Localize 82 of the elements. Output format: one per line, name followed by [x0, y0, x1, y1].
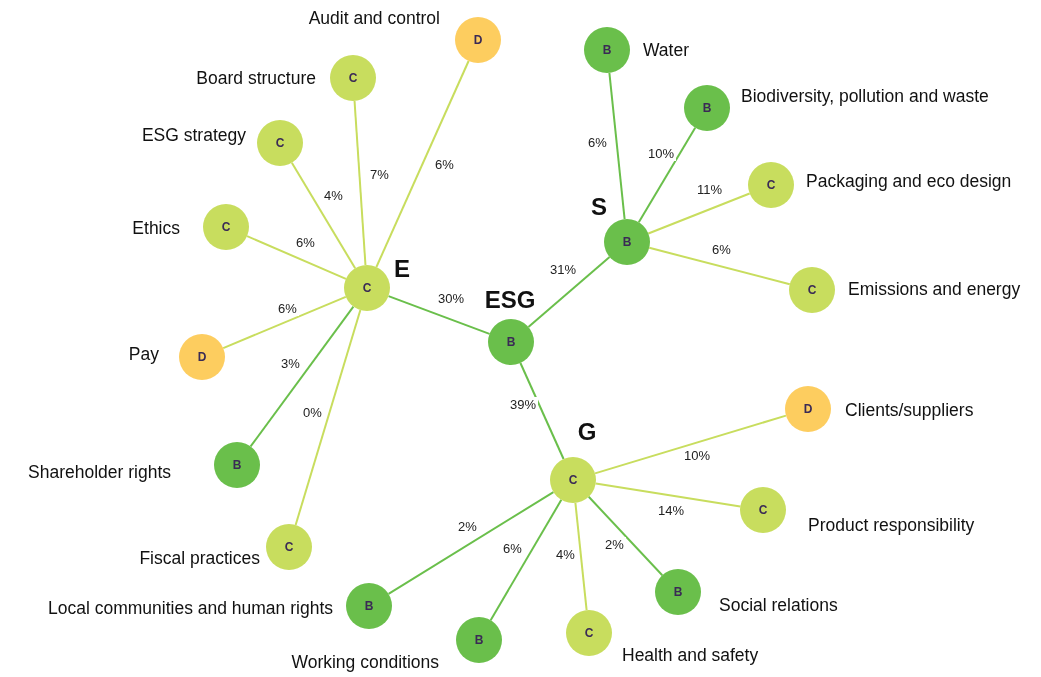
- pillar-label: S: [591, 193, 607, 221]
- edge-label: 30%: [436, 291, 467, 306]
- edge-label: 6%: [586, 135, 609, 150]
- node-label: Product responsibility: [808, 514, 975, 536]
- edge-label: 4%: [554, 547, 577, 562]
- connector-line: [648, 246, 791, 286]
- connector-line: [637, 126, 697, 224]
- connector-line: [594, 482, 742, 508]
- connector-line: [519, 362, 565, 460]
- grade-letter: B: [473, 632, 485, 649]
- node-label: Local communities and human rights: [48, 597, 333, 619]
- connector-line: [294, 309, 362, 526]
- node-label: Fiscal practices: [139, 547, 260, 569]
- edge-label: 3%: [279, 356, 302, 371]
- edge-label: 0%: [301, 405, 324, 420]
- node-label: Ethics: [132, 217, 180, 239]
- node-label: Packaging and eco design: [806, 170, 1012, 192]
- node-label: Water: [643, 39, 690, 61]
- edge-label: 6%: [710, 242, 733, 257]
- grade-letter: C: [765, 177, 777, 194]
- node-label: Board structure: [196, 67, 316, 89]
- node-label: Social relations: [719, 594, 838, 616]
- connector-line: [222, 295, 347, 350]
- grade-letter: D: [472, 32, 484, 49]
- node-label: Shareholder rights: [28, 461, 171, 483]
- node-label: Health and safety: [622, 644, 759, 666]
- grade-letter: D: [802, 401, 814, 418]
- edge-label: 6%: [433, 157, 456, 172]
- edge-label: 10%: [646, 146, 677, 161]
- grade-letter: C: [274, 135, 286, 152]
- connector-line: [647, 192, 751, 235]
- grade-letter: C: [567, 472, 579, 489]
- grade-letter: B: [701, 100, 713, 117]
- grade-letter: C: [283, 539, 295, 556]
- connector-line: [527, 256, 611, 328]
- edge-label: 7%: [368, 167, 391, 182]
- grade-letter: C: [220, 219, 232, 236]
- edge-label: 14%: [656, 503, 687, 518]
- node-label: Audit and control: [308, 7, 440, 29]
- connector-line: [594, 414, 787, 475]
- grade-letter: B: [672, 584, 684, 601]
- node-label: Biodiversity, pollution and waste: [741, 85, 989, 107]
- node-label: Clients/suppliers: [845, 399, 974, 421]
- pillar-label: E: [394, 255, 410, 283]
- edge-label: 31%: [548, 262, 579, 277]
- grade-letter: C: [361, 280, 373, 297]
- connector-line: [489, 498, 563, 622]
- connector-line: [375, 60, 470, 268]
- edge-label: 6%: [276, 301, 299, 316]
- grade-letter: B: [363, 598, 375, 615]
- edge-label: 6%: [501, 541, 524, 556]
- edge-label: 2%: [456, 519, 479, 534]
- edge-label: 2%: [603, 537, 626, 552]
- grade-letter: B: [231, 457, 243, 474]
- grade-letter: B: [621, 234, 633, 251]
- node-label: Working conditions: [291, 651, 439, 673]
- connector-line: [387, 295, 491, 335]
- grade-letter: C: [757, 502, 769, 519]
- edge-label: 6%: [294, 235, 317, 250]
- grade-letter: C: [347, 70, 359, 87]
- connector-line: [353, 99, 367, 267]
- connector-line: [246, 235, 347, 280]
- node-label: Pay: [128, 343, 159, 365]
- connector-line: [290, 161, 357, 270]
- connector-line: [249, 305, 355, 448]
- edge-label: 39%: [508, 397, 539, 412]
- grade-letter: C: [583, 625, 595, 642]
- grade-letter: B: [505, 334, 517, 351]
- node-label: Emissions and energy: [848, 278, 1021, 300]
- connector-line: [608, 71, 626, 221]
- connector-line: [387, 491, 555, 595]
- edge-label: 10%: [682, 448, 713, 463]
- node-label: ESG strategy: [141, 124, 246, 146]
- pillar-label: G: [577, 418, 597, 446]
- grade-letter: B: [601, 42, 613, 59]
- pillar-label: ESG: [484, 286, 536, 314]
- connector-line: [587, 495, 664, 577]
- grade-letter: C: [806, 282, 818, 299]
- grade-letter: D: [196, 349, 208, 366]
- connector-line: [574, 501, 588, 612]
- edge-label: 4%: [322, 188, 345, 203]
- edge-label: 11%: [695, 182, 725, 197]
